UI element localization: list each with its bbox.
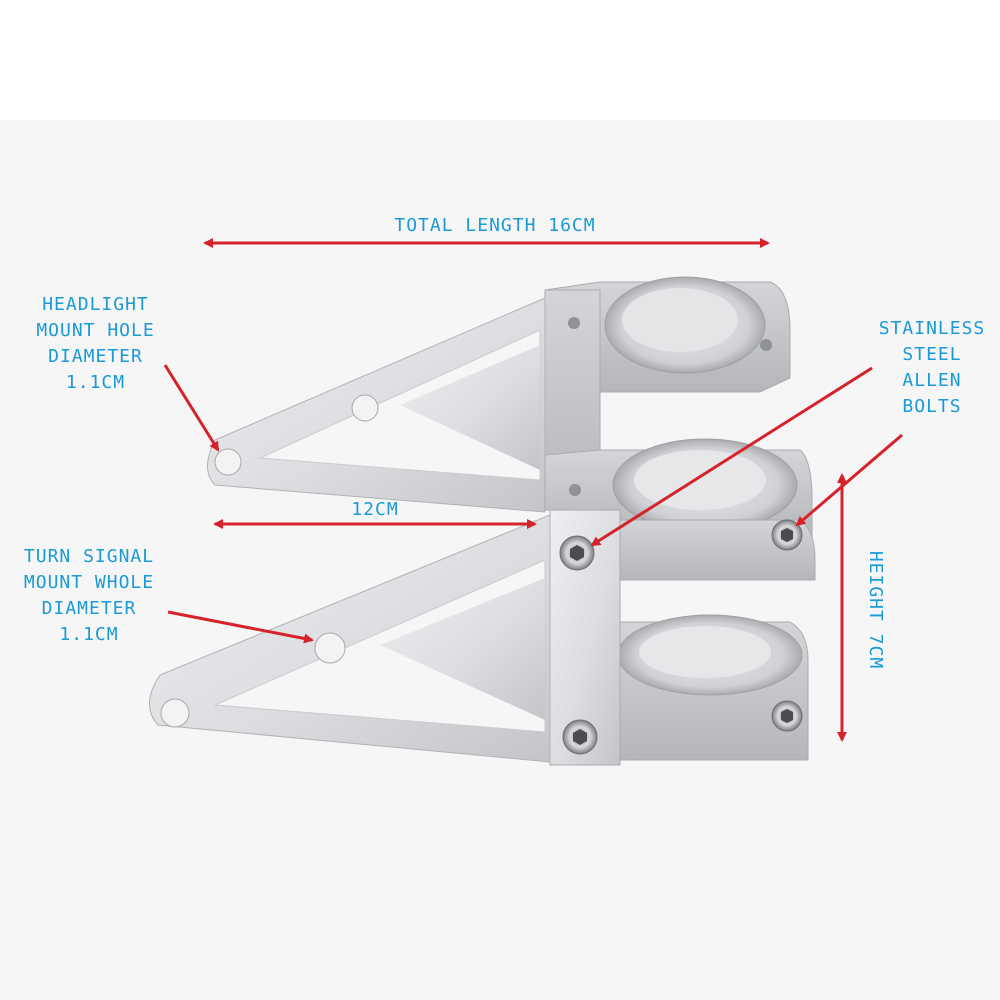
bolt-pointer-right: [795, 433, 903, 527]
arm-length-label: 12CM: [351, 499, 399, 520]
upper-hole-small: [351, 394, 379, 422]
upper-bracket: [207, 276, 813, 541]
headlight-hole-pointer: [163, 364, 220, 452]
bolts-label: STAINLESS STEEL ALLEN BOLTS: [878, 318, 986, 417]
lower-hole-end: [160, 698, 190, 728]
headlight-mount-hole: [214, 448, 242, 476]
turn-signal-mount-hole: [314, 632, 346, 664]
turn-signal-pointer: [167, 610, 314, 644]
headlight-hole-label: HEADLIGHT MOUNT HOLE DIAMETER 1.1CM: [36, 294, 155, 393]
height-label: HEIGHT 7CM: [865, 550, 886, 670]
bolt-pointer-upper: [590, 366, 873, 547]
turn-signal-hole-label: TURN SIGNAL MOUNT WHOLE DIAMETER 1.1CM: [23, 546, 155, 645]
allen-bolt-icon: [559, 519, 803, 755]
total-length-label: TOTAL LENGTH 16CM: [394, 215, 596, 236]
arrow-icon: [163, 238, 903, 742]
